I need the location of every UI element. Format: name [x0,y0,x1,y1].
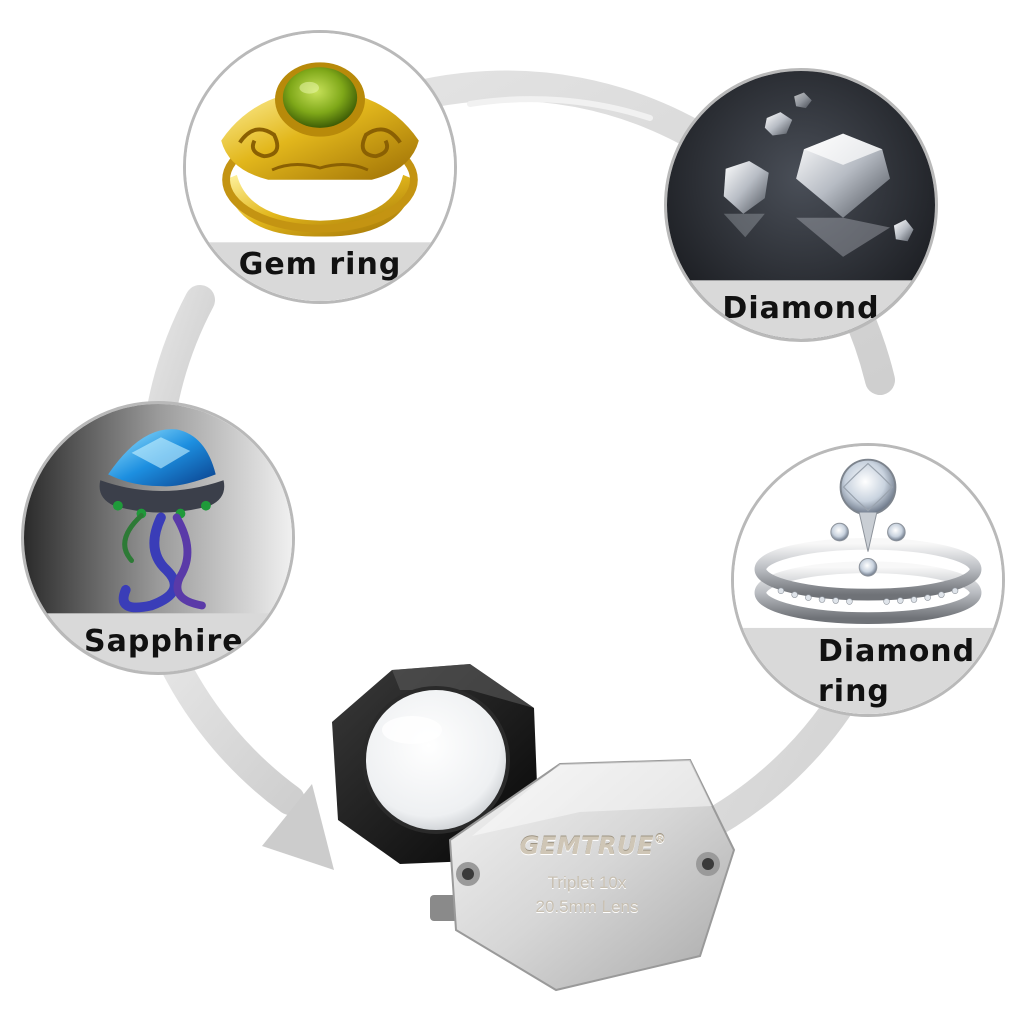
diamond-ring-label-line2: ring [818,674,890,709]
sapphire-image [24,404,292,672]
gem-ring-image [186,33,454,301]
sapphire-label: Sapphire [84,624,244,659]
diamond-bubble: Diamond [664,68,938,342]
diamond-ring-label-line1: Diamond [818,634,976,669]
arrow-head [262,784,334,870]
gem-ring-label: Gem ring [238,247,402,282]
loupe-brand-text: GEMTRUE® [498,832,688,860]
registered-mark: ® [653,832,667,846]
jewelers-loupe-image [332,664,736,992]
diamond-label: Diamond [722,291,880,326]
sapphire-bubble: Sapphire [21,401,295,675]
diamond-ring-bubble: Diamond ring [731,443,1005,717]
diamond-image [667,71,935,339]
gem-ring-bubble: Gem ring [183,30,457,304]
loupe-spec-magnification: Triplet 10x [547,873,627,892]
diamond-ring-image [734,446,1002,714]
loupe-spec-lens-size: 20.5mm Lens [535,897,639,916]
loupe-brand-name: GEMTRUE [519,832,654,860]
